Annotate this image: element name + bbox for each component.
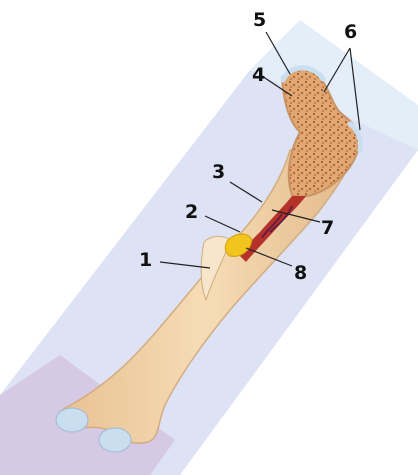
label-2: 2 <box>185 203 198 222</box>
label-5: 5 <box>253 11 266 30</box>
condyle-left <box>56 408 88 432</box>
label-1: 1 <box>139 251 152 270</box>
label-4: 4 <box>252 66 265 85</box>
label-3: 3 <box>212 163 225 182</box>
label-7: 7 <box>321 219 334 238</box>
label-6: 6 <box>344 23 357 42</box>
condyle-right <box>99 428 131 452</box>
label-8: 8 <box>294 264 307 283</box>
